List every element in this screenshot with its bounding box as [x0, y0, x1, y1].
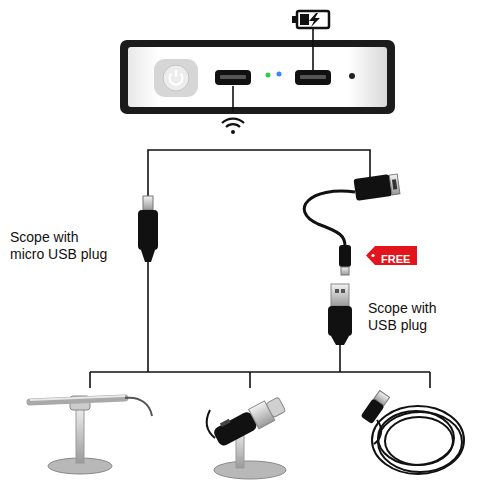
tag-hole: [371, 254, 374, 257]
plug-label: Scope with micro USB plug: [10, 229, 112, 263]
strain-relief: [331, 336, 349, 345]
scope-cable: [374, 420, 381, 444]
wire: [339, 343, 341, 372]
plug-metal: [331, 284, 349, 306]
plug-body: [138, 210, 158, 250]
plug-body: [339, 245, 351, 267]
power-button: [163, 65, 189, 91]
receptacle-slot: [392, 179, 397, 189]
cable-coil: [378, 411, 454, 465]
wire: [90, 371, 430, 373]
strain-relief: [141, 250, 155, 262]
digital-microscope: [207, 393, 287, 479]
usb-port: [295, 70, 331, 85]
battery-body: [297, 11, 329, 28]
wifi-box: [120, 40, 395, 114]
scope-cable: [207, 410, 215, 438]
scope-rod: [30, 396, 125, 400]
wifi-dot: [231, 130, 235, 134]
power-symbol: [175, 70, 177, 77]
wifi-icon: [222, 86, 244, 134]
receptacle-metal: [389, 174, 400, 195]
free-tag: FREE: [366, 246, 417, 265]
wifi-arc: [226, 124, 240, 127]
plug-hole: [341, 289, 345, 293]
box-face: [128, 47, 387, 107]
usb-port: [220, 75, 246, 79]
pen-scope: [30, 396, 152, 474]
led: [266, 73, 271, 78]
cable-coil: [385, 417, 453, 465]
battery-nub: [292, 16, 297, 23]
plug-tip: [341, 267, 349, 275]
cable: [304, 191, 355, 246]
usb-plug: [328, 284, 352, 345]
box-frame: [120, 40, 395, 114]
cable-coil: [378, 412, 462, 472]
wire: [147, 258, 149, 372]
lens-cap: [266, 397, 286, 418]
lightning-bolt: [309, 13, 320, 27]
plug-label: Scope with USB plug: [368, 300, 450, 334]
scope-cable: [125, 398, 152, 416]
wire: [89, 372, 91, 388]
tag-shape: [366, 246, 417, 265]
wire: [232, 86, 234, 112]
usb-port: [215, 70, 251, 85]
charge-line: [312, 29, 314, 70]
receptacle-body: [353, 174, 392, 201]
wires: [90, 150, 430, 388]
body-button: [220, 419, 231, 427]
cable-coil: [372, 406, 464, 474]
usb-endoscope: [361, 390, 464, 474]
micro-usb-plug: [138, 196, 158, 262]
battery-icon: [292, 11, 329, 70]
stand-post: [76, 405, 84, 463]
microscope-body: [211, 393, 287, 448]
plug-tip: [143, 196, 153, 210]
wire: [249, 372, 251, 388]
led: [277, 72, 282, 77]
plug-hole: [335, 289, 339, 293]
usb-port: [300, 75, 326, 79]
plug-body: [328, 306, 352, 336]
button-well: [154, 59, 198, 97]
indicator-dot: [349, 73, 355, 79]
stand-base: [214, 461, 286, 479]
wifi-arc: [222, 119, 244, 123]
battery-charge: [300, 14, 309, 25]
tag-text: FREE: [381, 253, 410, 266]
wire: [429, 372, 431, 388]
usb-receptacle: [353, 173, 400, 201]
endoscope-plug: [361, 390, 391, 424]
plug-body: [361, 398, 385, 424]
